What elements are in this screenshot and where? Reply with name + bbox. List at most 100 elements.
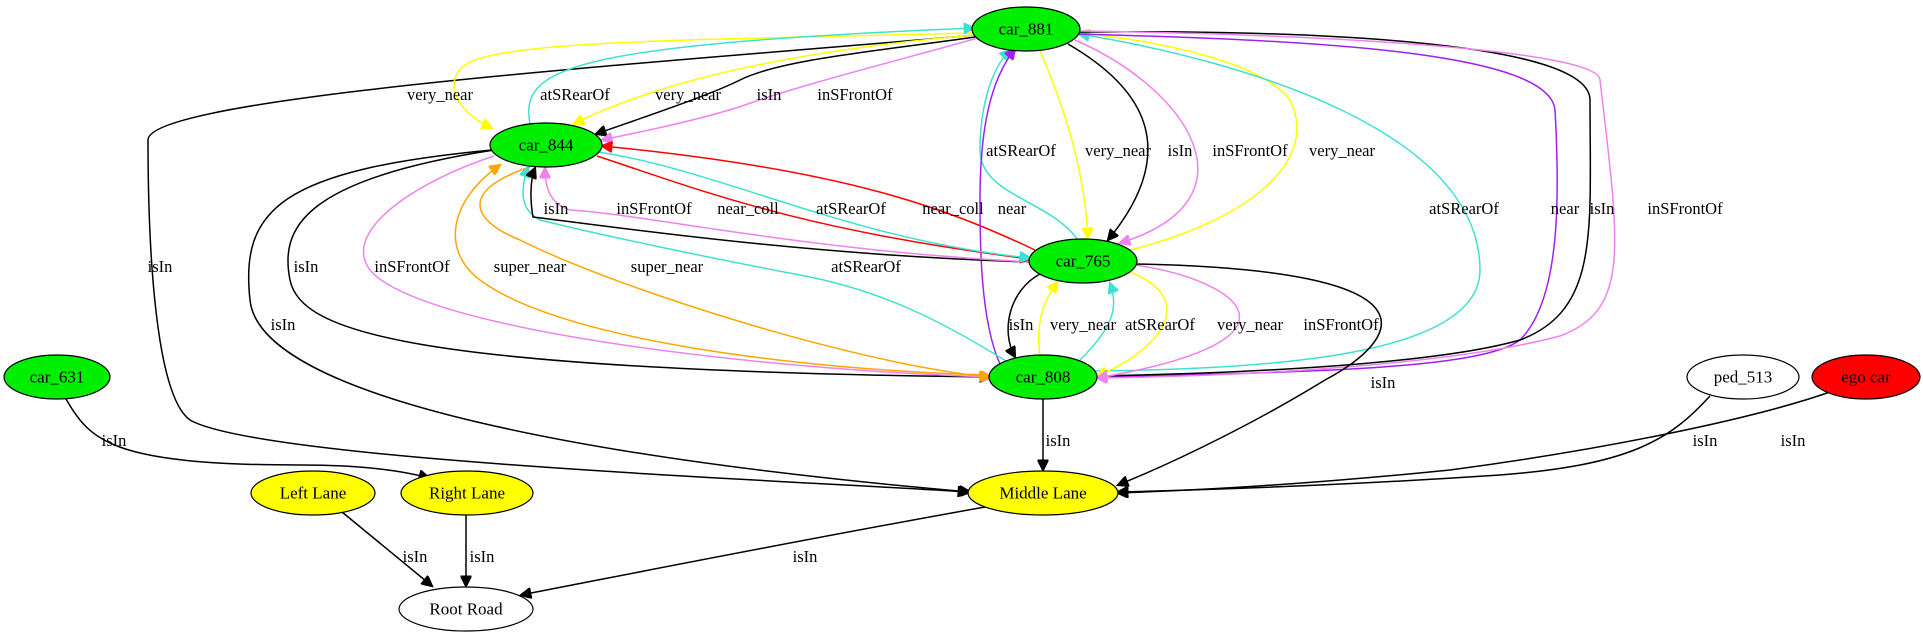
edge-car_844-to-car_808	[287, 149, 990, 377]
edge-label: super_near	[494, 257, 567, 276]
edge-label: isIn	[1009, 315, 1034, 334]
node-label: car_808	[1016, 368, 1071, 387]
edge-car_881-to-car_844	[574, 34, 976, 124]
node-left-lane: Left Lane	[250, 470, 376, 516]
node-label: car_844	[519, 136, 574, 155]
edge-car_765-to-car_808	[1008, 273, 1041, 357]
edge-label: inSFrontOf	[817, 85, 893, 104]
edge-label: isIn	[470, 547, 495, 566]
edge-car_881-to-car_808	[1079, 31, 1592, 376]
edge-label: isIn	[1371, 373, 1396, 392]
node-right-lane: Right Lane	[400, 470, 534, 516]
node-ellipse	[489, 122, 603, 168]
edge-label: atSRearOf	[986, 141, 1056, 160]
edge-car_808-to-car_881	[1079, 34, 1481, 372]
edge-label: very_near	[407, 85, 473, 104]
node-label: ped_513	[1714, 368, 1773, 387]
edge-car_765-to-car_881	[1080, 33, 1298, 251]
nodes-layer: car_881 car_844 car_765 car_808 car_631 ped_5…	[3, 6, 1921, 632]
node-ellipse	[398, 586, 534, 632]
edge-car_844-to-car_808	[479, 166, 990, 377]
edge-car_765-to-car_844	[531, 168, 1031, 263]
node-label: Right Lane	[429, 484, 505, 503]
edge-car_808-to-car_844	[454, 165, 991, 376]
edge-car_844-to-car_881	[527, 28, 974, 125]
node-ego: ego car	[1811, 354, 1921, 400]
node-ellipse	[988, 354, 1098, 400]
edge-label: super_near	[631, 257, 704, 276]
node-ellipse	[1686, 354, 1800, 400]
edge-car_765-to-car_808	[1097, 271, 1168, 376]
node-car-844: car_844	[489, 122, 603, 168]
edge-car_881-to-car_765	[1067, 43, 1149, 240]
edge-label: inSFrontOf	[1303, 315, 1379, 334]
node-root-road: Root Road	[398, 586, 534, 632]
node-middle-lane: Middle Lane	[967, 470, 1119, 516]
edge-car_881-to-middle_lane	[147, 34, 976, 492]
edge-label: isIn	[1168, 141, 1193, 160]
edges-layer	[65, 28, 1831, 595]
edge-label: very_near	[1085, 141, 1151, 160]
edge-label: isIn	[1046, 431, 1071, 450]
node-car-631: car_631	[3, 354, 111, 400]
edge-label: atSRearOf	[1125, 315, 1195, 334]
node-label: Left Lane	[280, 484, 347, 503]
edge-car_808-to-car_881	[979, 49, 1015, 365]
edge-label: isIn	[294, 257, 319, 276]
edge-label: atSRearOf	[540, 85, 610, 104]
edge-ego-to-middle_lane	[1118, 391, 1831, 493]
edge-car_844-to-car_808	[362, 155, 992, 377]
edge-car_844-to-car_765	[596, 155, 1030, 259]
edge-label: near_coll	[922, 199, 984, 218]
node-ellipse	[971, 6, 1081, 52]
edge-car_881-to-car_765	[1074, 39, 1199, 243]
node-car-808: car_808	[988, 354, 1098, 400]
node-ped-513: ped_513	[1686, 354, 1800, 400]
edge-label: isIn	[102, 431, 127, 450]
node-ellipse	[1028, 238, 1138, 284]
edge-car_881-to-car_844	[596, 36, 976, 134]
edge-label: very_near	[655, 85, 721, 104]
edge-label: inSFrontOf	[374, 257, 450, 276]
edge-car_808-to-car_765	[1037, 282, 1057, 357]
edge-label: isIn	[757, 85, 782, 104]
edge-ped_513-to-middle_lane	[1118, 395, 1711, 492]
edge-label: isIn	[1590, 199, 1615, 218]
edge-car_765-to-middle_lane	[1118, 263, 1382, 485]
node-car-765: car_765	[1028, 238, 1138, 284]
node-ellipse	[250, 470, 376, 516]
edge-label: isIn	[1781, 431, 1806, 450]
node-ellipse	[967, 470, 1119, 516]
edge-label: inSFrontOf	[1212, 141, 1288, 160]
edge-car_844-to-middle_lane	[247, 149, 970, 492]
node-ellipse	[400, 470, 534, 516]
node-car-881: car_881	[971, 6, 1081, 52]
node-label: car_631	[30, 368, 85, 387]
node-label: car_765	[1056, 252, 1111, 271]
edge-label: inSFrontOf	[616, 199, 692, 218]
edge-label: isIn	[1693, 431, 1718, 450]
edge-label: isIn	[271, 315, 296, 334]
edge-labels-layer: isIn very_near atSRearOf very_near isIn inSFr…	[102, 85, 1806, 566]
edge-car_808-to-car_765	[1079, 283, 1114, 361]
edge-label: inSFrontOf	[1647, 199, 1723, 218]
edge-car_844-to-car_765	[597, 151, 1030, 258]
edge-label: atSRearOf	[831, 257, 901, 276]
node-label: car_881	[999, 20, 1054, 39]
node-label: Middle Lane	[999, 484, 1086, 503]
node-ellipse	[1811, 354, 1921, 400]
edge-car_765-to-car_844	[545, 168, 1031, 263]
edge-label: atSRearOf	[816, 199, 886, 218]
edge-label: very_near	[1309, 141, 1375, 160]
edge-left_lane-to-root_road	[341, 511, 432, 586]
node-ellipse	[3, 354, 111, 400]
edge-car_808-to-car_844	[523, 167, 1007, 362]
edge-car_765-to-car_808	[1097, 264, 1241, 378]
edge-label: near	[998, 199, 1027, 218]
edge-label: atSRearOf	[1429, 199, 1499, 218]
edge-label: isIn	[793, 547, 818, 566]
edge-label: very_near	[1217, 315, 1283, 334]
edge-label: near	[1551, 199, 1580, 218]
edge-label: isIn	[403, 547, 428, 566]
